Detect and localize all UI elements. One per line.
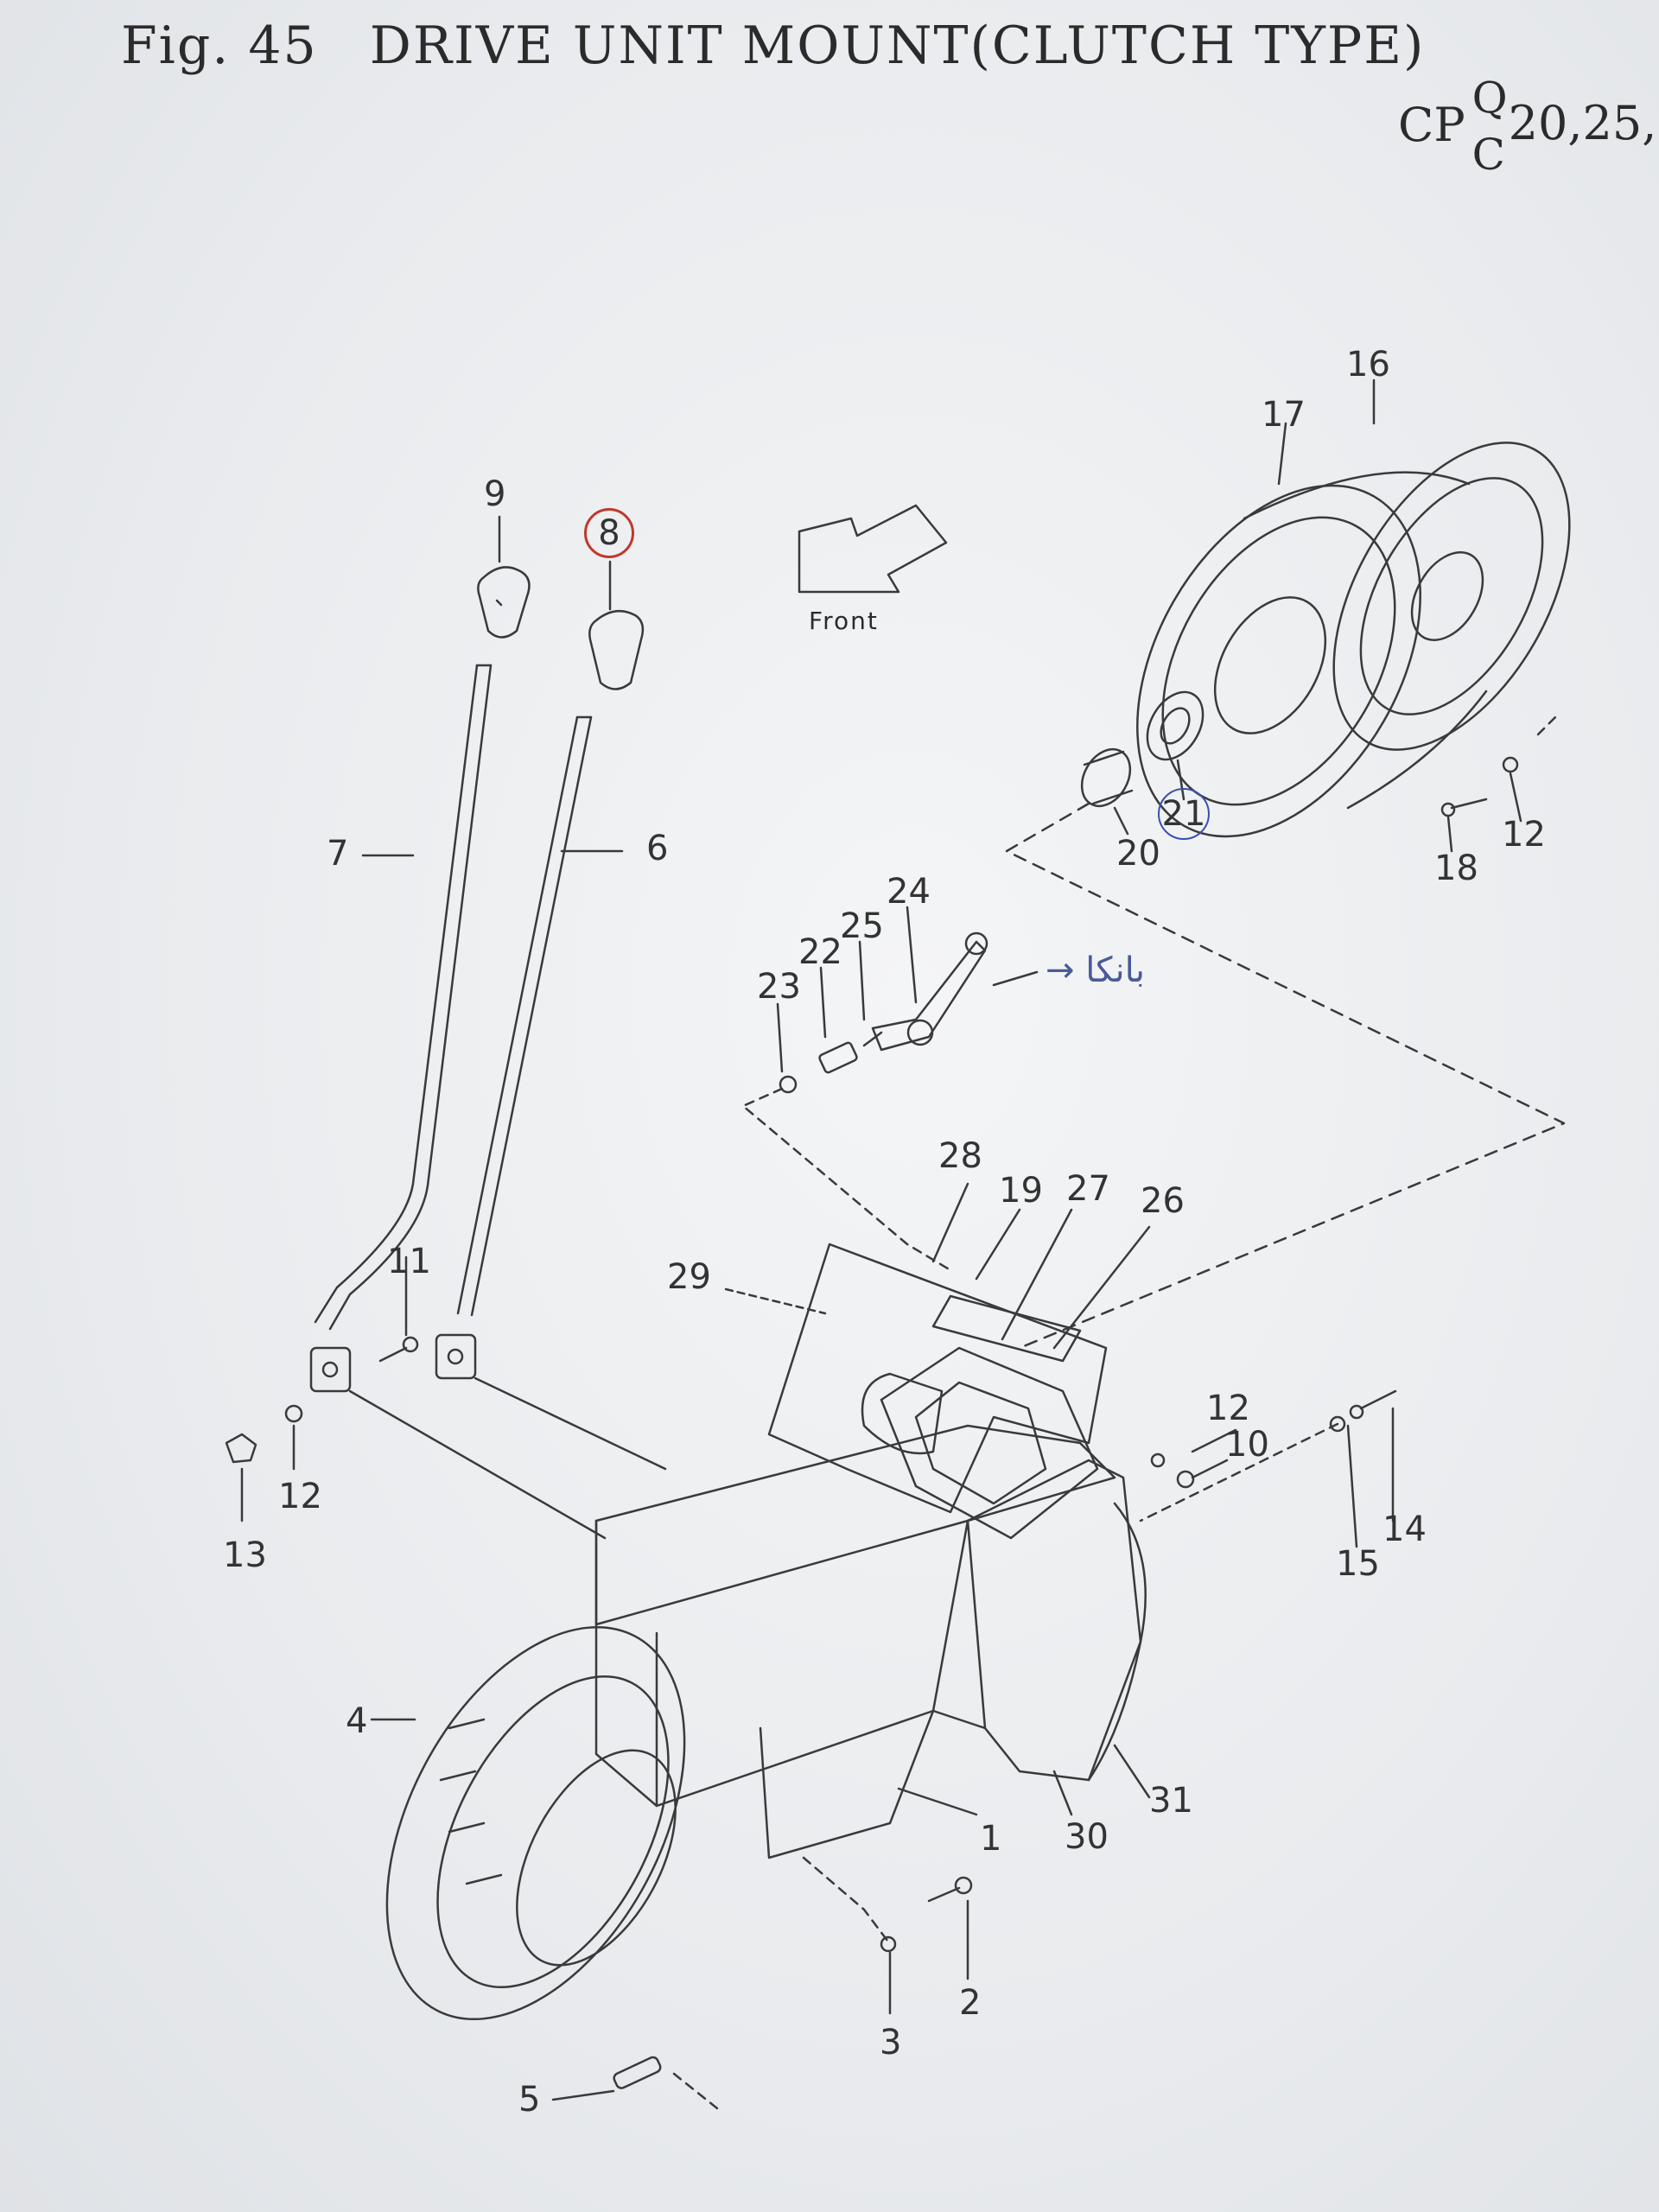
lever-bracket-left: [309, 1346, 352, 1393]
callout-25: 25: [840, 906, 884, 946]
model-prefix: CP: [1398, 98, 1465, 152]
callout-26: 26: [1141, 1181, 1185, 1221]
bellhousing-4: [385, 1625, 686, 2021]
callout-12-top: 12: [1502, 815, 1546, 855]
washer-12-right: [1150, 1452, 1166, 1468]
callout-20: 20: [1116, 834, 1160, 874]
callout-12-right: 12: [1206, 1389, 1250, 1428]
shift-lever-7: [314, 664, 493, 1331]
shift-knob-8: [588, 609, 645, 690]
clutch-disc-16: [1332, 442, 1571, 751]
release-bearing-21: [1146, 690, 1205, 761]
bolt-23: [779, 1075, 798, 1094]
callout-24: 24: [887, 872, 931, 912]
callout-13: 13: [223, 1535, 267, 1575]
washer-3: [880, 1936, 897, 1953]
model-numbers: 20,25,: [1508, 96, 1657, 150]
callout-18: 18: [1434, 849, 1478, 888]
callout-30: 30: [1065, 1817, 1109, 1857]
clutch-cover-17: [1136, 471, 1488, 838]
callout-29: 29: [667, 1257, 711, 1297]
callout-31: 31: [1149, 1781, 1193, 1821]
front-label: Front: [809, 607, 879, 635]
callout-12-left: 12: [278, 1477, 322, 1516]
callout-1: 1: [980, 1819, 1002, 1859]
callout-21: 21: [1158, 788, 1210, 840]
callout-15: 15: [1336, 1544, 1380, 1584]
pivot-22: [818, 1041, 858, 1074]
washer-12-top: [1502, 756, 1519, 773]
bolt-11: [378, 1336, 419, 1363]
front-arrow-icon: [798, 504, 948, 594]
callout-27: 27: [1066, 1169, 1110, 1209]
clutch-housing-31: [966, 1459, 1147, 1782]
gasket-27: [931, 1294, 1082, 1363]
nut-13: [225, 1433, 257, 1464]
callout-3: 3: [880, 2023, 902, 2063]
shift-cover-26: [880, 1346, 1099, 1540]
bearing-hub-20: [1080, 747, 1134, 808]
bolt-2: [927, 1876, 973, 1903]
nut-10: [1176, 1470, 1195, 1489]
callout-4: 4: [346, 1701, 368, 1741]
callout-9: 9: [484, 474, 506, 514]
washer-15: [1329, 1415, 1346, 1433]
figure-title-text: DRIVE UNIT MOUNT(CLUTCH TYPE): [369, 16, 1426, 76]
callout-23: 23: [757, 967, 801, 1007]
callout-28: 28: [938, 1136, 982, 1176]
release-fork-24: [871, 931, 988, 1052]
spring-25: [862, 1031, 883, 1047]
callout-10: 10: [1225, 1425, 1269, 1465]
callout-19: 19: [999, 1171, 1043, 1211]
cover-plate-29: [767, 1243, 1108, 1514]
figure-title: Fig. 45 DRIVE UNIT MOUNT(CLUTCH TYPE): [121, 16, 1425, 76]
callout-16: 16: [1346, 345, 1390, 385]
callout-17: 17: [1262, 395, 1306, 435]
model-variant-q: Q: [1471, 73, 1508, 123]
washer-12-left: [284, 1404, 303, 1423]
lever-bracket-right: [435, 1333, 477, 1380]
figure-number: Fig. 45: [121, 16, 318, 76]
callout-14: 14: [1382, 1510, 1427, 1549]
callout-8: 8: [584, 508, 634, 558]
callout-22: 22: [798, 932, 842, 972]
bolt-18: [1440, 798, 1488, 817]
bolt-14: [1349, 1389, 1397, 1420]
callout-7: 7: [327, 834, 349, 874]
callout-11: 11: [387, 1242, 431, 1281]
shift-knob-9: [477, 566, 531, 639]
callout-5: 5: [518, 2080, 541, 2120]
callout-6: 6: [646, 829, 669, 868]
handwritten-note: → ﺑﺎﻧﮑﺎ: [1046, 950, 1145, 990]
dowel-pin-5: [613, 2056, 662, 2089]
callout-2: 2: [959, 1983, 982, 2023]
shift-lever-6: [456, 715, 593, 1317]
model-variant-c: C: [1471, 130, 1505, 180]
